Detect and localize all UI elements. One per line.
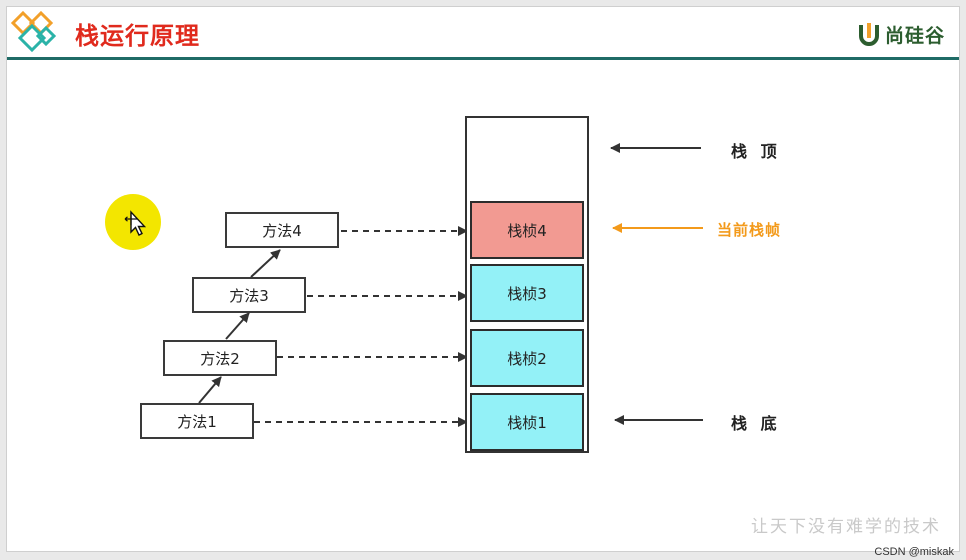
brand-logo-icon (858, 23, 879, 46)
slide-header: 栈运行原理 尚硅谷 (7, 7, 959, 60)
stack-frame-1: 栈桢1 (470, 393, 584, 451)
method-3-label: 方法3 (229, 286, 269, 305)
stack-frame-1-label: 栈桢1 (507, 413, 547, 432)
cursor-move-icon (124, 210, 147, 236)
stack-frame-4-label: 栈桢4 (507, 221, 547, 240)
stack-frame-2: 栈桢2 (470, 329, 584, 387)
stack-frame-3-label: 栈桢3 (507, 284, 547, 303)
brand-logo: 尚硅谷 (857, 19, 945, 49)
method-2-box: 方法2 (163, 340, 277, 376)
method-4-label: 方法4 (262, 221, 302, 240)
call-arrow-2-3 (225, 312, 250, 340)
watermark: 让天下没有难学的技术 (751, 517, 941, 537)
diamond-logo-icon (11, 11, 57, 53)
stack-frame-4: 栈桢4 (470, 201, 584, 259)
stack-top-label: 栈 顶 (731, 142, 781, 161)
method-3-box: 方法3 (192, 277, 306, 313)
method-1-box: 方法1 (140, 403, 254, 439)
method-1-label: 方法1 (177, 412, 217, 431)
csdn-credit: CSDN @miskak (874, 546, 954, 558)
current-frame-label: 当前栈帧 (717, 221, 782, 239)
call-arrow-1-2 (198, 376, 222, 404)
method-4-box: 方法4 (225, 212, 339, 248)
call-arrow-3-4 (250, 249, 281, 278)
diagram-connectors (198, 143, 703, 427)
stack-frame-3: 栈桢3 (470, 264, 584, 322)
stack-frame-2-label: 栈桢2 (507, 349, 547, 368)
stack-bottom-label: 栈 底 (731, 414, 781, 433)
method-2-label: 方法2 (200, 349, 240, 368)
slide: 栈运行原理 尚硅谷 (6, 6, 960, 552)
brand-name: 尚硅谷 (884, 24, 945, 47)
page-title: 栈运行原理 (75, 22, 200, 50)
